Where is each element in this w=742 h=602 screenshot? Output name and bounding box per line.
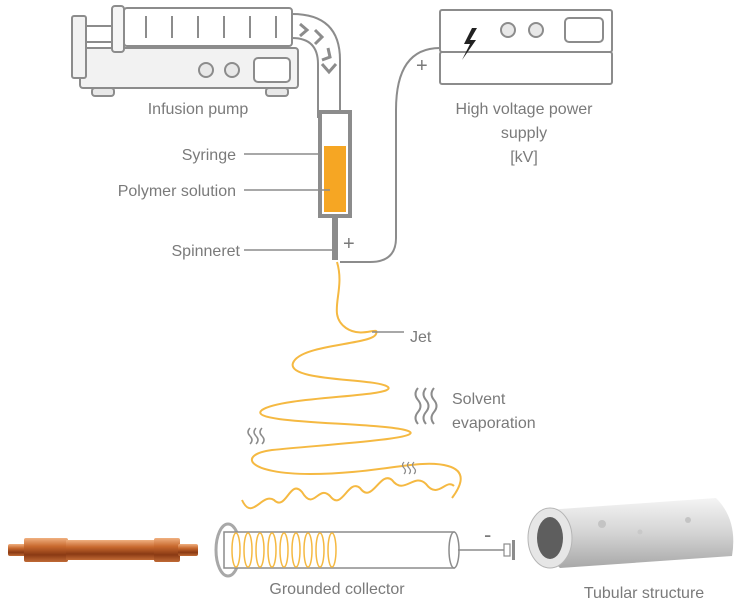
grounded-collector (214, 522, 515, 578)
label-infusion-pump: Infusion pump (148, 101, 249, 118)
polymer-solution-fill (324, 146, 346, 212)
feed-tube (291, 13, 341, 118)
label-grounded-collector: Grounded collector (269, 581, 405, 598)
positive-sign-supply: + (416, 55, 428, 77)
label-spinneret: Spinneret (172, 243, 241, 260)
label-solvent-line2: evaporation (452, 415, 536, 432)
label-polymer-solution: Polymer solution (118, 183, 236, 200)
leader-lines (244, 153, 404, 333)
vapor-icon-small (247, 427, 265, 445)
label-syringe: Syringe (182, 147, 236, 164)
vapor-icon-tiny (401, 461, 417, 475)
label-hv-supply-line3: [kV] (510, 149, 538, 166)
jet (250, 261, 462, 499)
label-solvent-line1: Solvent (452, 391, 506, 408)
label-jet: Jet (410, 329, 432, 346)
label-hv-supply-line1: High voltage power (456, 101, 594, 118)
lightning-icon (462, 28, 477, 60)
label-tubular-structure: Tubular structure (584, 585, 704, 602)
flow-arrows (299, 22, 338, 75)
negative-sign-collector: - (484, 522, 491, 547)
deposited-fibers (231, 532, 337, 568)
hv-wire (340, 47, 441, 263)
tubular-structure (527, 498, 734, 569)
infusion-pump (71, 5, 299, 97)
label-hv-supply-line2: supply (501, 125, 547, 142)
copper-rod (8, 538, 198, 562)
jet-whipping (241, 477, 455, 509)
spinneret-needle (332, 216, 338, 260)
hv-power-supply (439, 9, 613, 85)
syringe (318, 110, 352, 260)
positive-sign-spinneret: + (343, 233, 355, 255)
vapor-icon (414, 387, 438, 425)
